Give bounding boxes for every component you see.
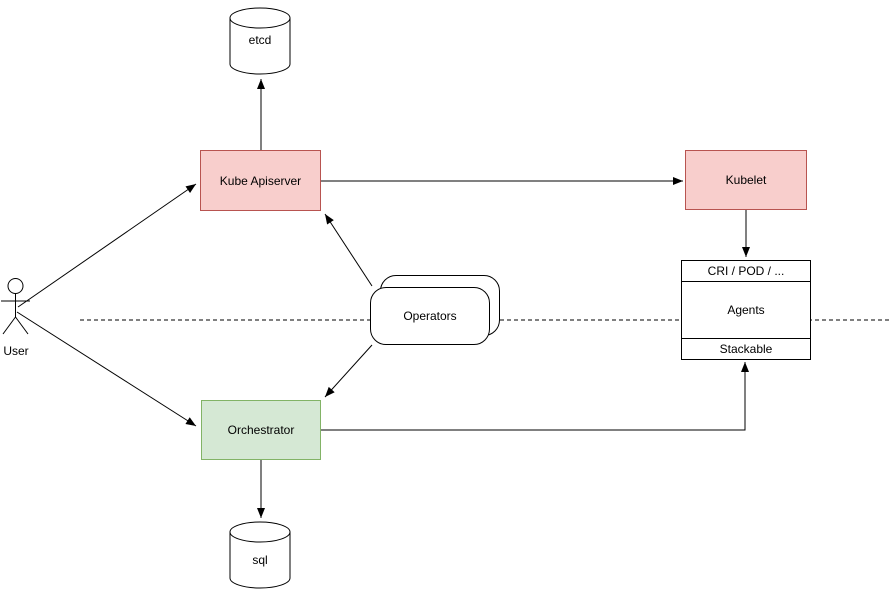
- etcd-cylinder: [229, 7, 291, 75]
- edge-orchestrator-to-stackable: [321, 362, 749, 431]
- sql-cylinder: [229, 521, 291, 589]
- edge-user-to-apiserver: [17, 183, 197, 308]
- edge-operators-to-apiserver: [324, 213, 373, 287]
- orchestrator-node: Orchestrator: [201, 400, 321, 460]
- orchestrator-label: Orchestrator: [227, 423, 295, 437]
- stackable-label: Stackable: [682, 338, 810, 359]
- kube-apiserver-label: Kube Apiserver: [219, 173, 302, 188]
- edge-operators-to-orchestrator: [324, 344, 373, 398]
- agents-label: Agents: [727, 303, 765, 317]
- operators-node: Operators: [370, 287, 490, 345]
- edge-user-to-orchestrator: [16, 311, 197, 427]
- user-label: User: [3, 344, 29, 358]
- kubelet-node: Kubelet: [685, 150, 807, 210]
- user-actor: [1, 278, 30, 335]
- etcd-label: etcd: [248, 33, 272, 47]
- cri-pod-header: CRI / POD / ...: [682, 261, 810, 282]
- kubelet-label: Kubelet: [725, 173, 767, 187]
- agents-stack-node: CRI / POD / ... Agents Stackable: [681, 260, 811, 360]
- kube-apiserver-node: Kube Apiserver: [200, 150, 321, 211]
- operators-label: Operators: [403, 309, 457, 323]
- sql-label: sql: [252, 553, 268, 567]
